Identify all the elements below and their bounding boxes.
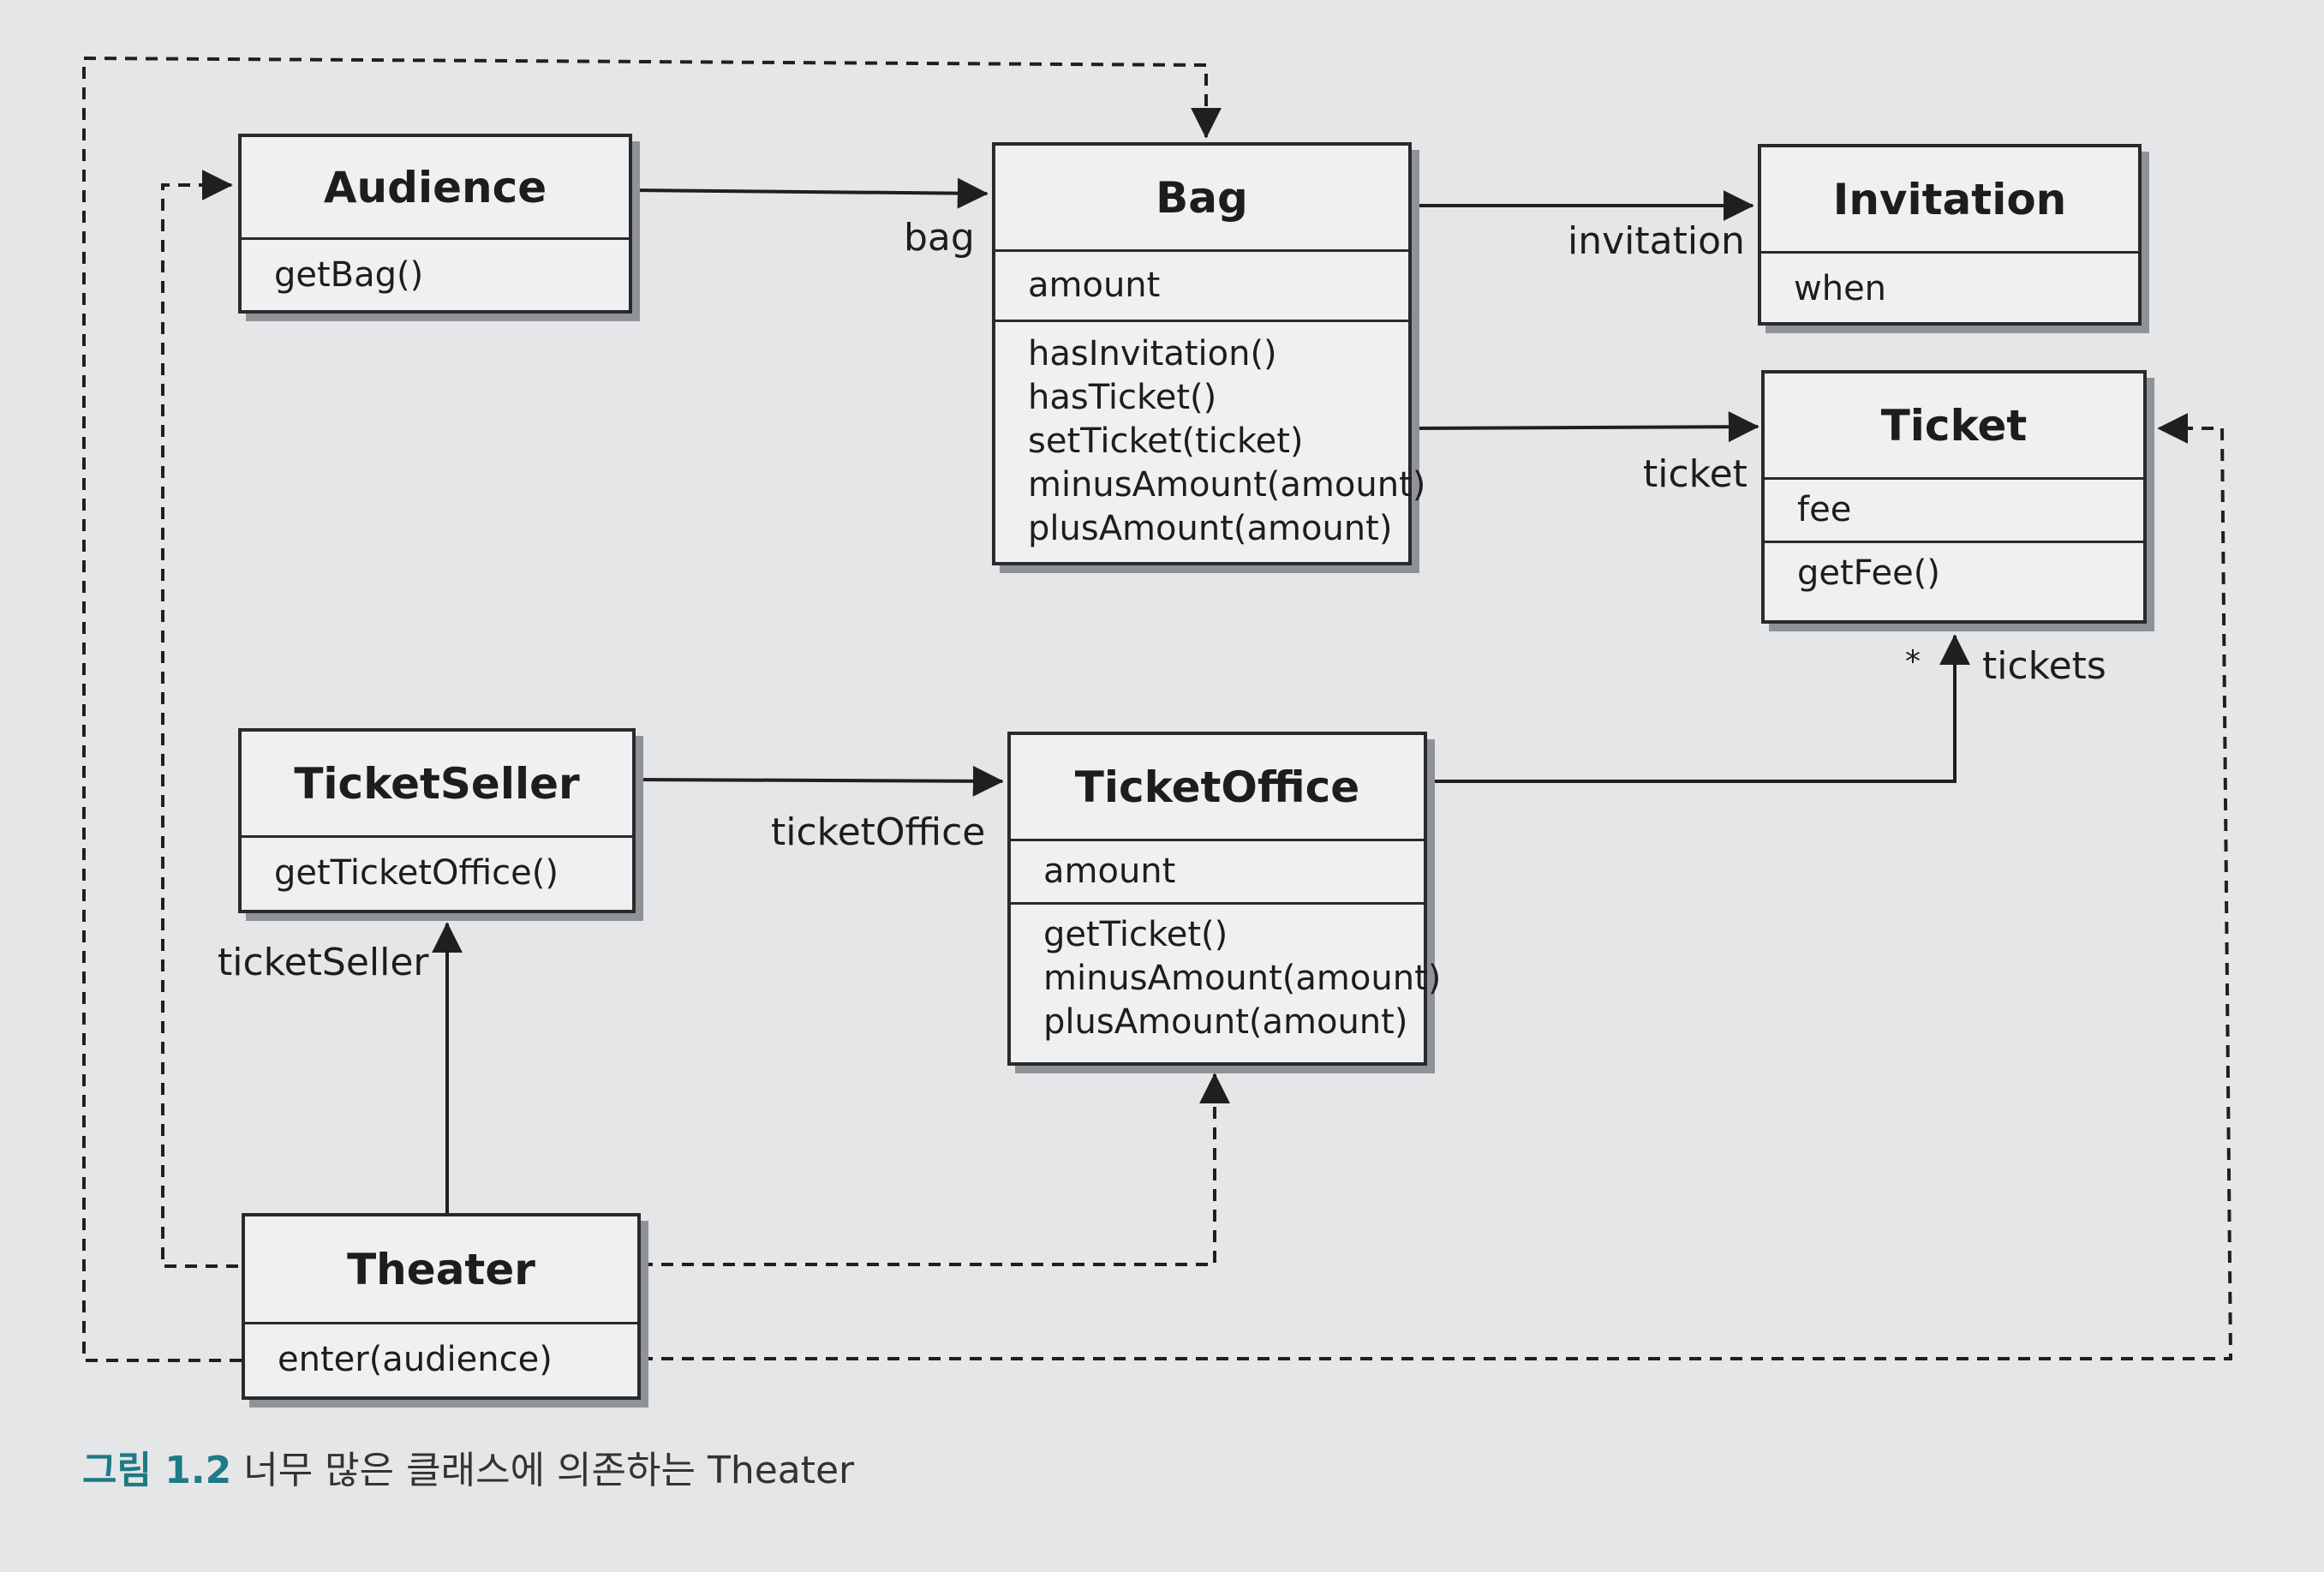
figure-caption: 그림 1.2 너무 많은 클래스에 의존하는 Theater: [82, 1439, 854, 1494]
attributes-section: amount: [1011, 841, 1424, 902]
method: hasTicket(): [1028, 378, 1217, 417]
dependency-theater-audience: [161, 170, 238, 1268]
method: minusAmount(amount): [1028, 465, 1426, 505]
label-ticketoffice: ticketOffice: [771, 810, 986, 854]
label-ticketseller: ticketSeller: [218, 941, 429, 984]
dependency-theater-ticketoffice: [641, 1073, 1230, 1266]
label-ticket: ticket: [1643, 452, 1747, 496]
class-name: Bag: [995, 146, 1408, 252]
class-ticket: Ticket fee getFee(): [1761, 370, 2147, 624]
association-bag-ticket: [1414, 411, 1759, 443]
attribute: amount: [1028, 266, 1161, 305]
class-bag: Bag amount hasInvitation() hasTicket() s…: [992, 142, 1426, 565]
attributes-section: fee: [1765, 480, 2143, 541]
label-multiplicity: *: [1905, 644, 1921, 679]
method: minusAmount(amount): [1043, 959, 1442, 998]
class-name: Audience: [242, 137, 629, 240]
class-ticketseller: TicketSeller getTicketOffice(): [238, 728, 636, 913]
figure-title: 너무 많은 클래스에 의존하는 Theater: [243, 1449, 855, 1492]
method: getBag(): [274, 255, 424, 295]
association-audience-bag: [631, 177, 989, 209]
methods-section: getBag(): [242, 240, 629, 306]
attributes-section: when: [1761, 254, 2138, 320]
method: getTicketOffice(): [274, 853, 559, 893]
methods-section: enter(audience): [245, 1324, 637, 1390]
methods-section: getFee(): [1765, 541, 2143, 604]
method: getFee(): [1797, 553, 1940, 593]
label-invitation: invitation: [1568, 219, 1745, 263]
class-name: TicketSeller: [242, 732, 632, 838]
label-tickets: tickets: [1982, 644, 2106, 688]
class-audience: Audience getBag(): [238, 134, 632, 314]
association-ticketseller-ticketoffice: [635, 765, 1004, 797]
class-name: Ticket: [1765, 374, 2143, 480]
methods-section: hasInvitation() hasTicket() setTicket(ti…: [995, 320, 1426, 559]
method: enter(audience): [278, 1340, 553, 1379]
methods-section: getTicketOffice(): [242, 838, 632, 904]
class-name: Theater: [245, 1216, 637, 1324]
class-theater: Theater enter(audience): [242, 1213, 641, 1400]
method: plusAmount(amount): [1028, 509, 1393, 548]
association-ticketoffice-ticket: [1426, 634, 1970, 783]
class-name: Invitation: [1761, 147, 2138, 254]
class-name: TicketOffice: [1011, 735, 1424, 841]
dependency-theater-ticket: [641, 413, 2233, 1360]
method: setTicket(ticket): [1028, 421, 1304, 461]
class-invitation: Invitation when: [1758, 144, 2142, 326]
method: getTicket(): [1043, 915, 1228, 954]
attribute: fee: [1797, 490, 1852, 529]
label-bag: bag: [904, 216, 975, 260]
attribute: amount: [1043, 852, 1176, 891]
attribute: when: [1794, 269, 1887, 308]
dependency-theater-bag: [82, 56, 1222, 1362]
attributes-section: amount: [995, 252, 1408, 320]
figure-number: 그림 1.2: [82, 1449, 232, 1492]
methods-section: getTicket() minusAmount(amount) plusAmou…: [1011, 902, 1442, 1053]
method: plusAmount(amount): [1043, 1002, 1408, 1042]
method: hasInvitation(): [1028, 334, 1277, 374]
class-ticketoffice: TicketOffice amount getTicket() minusAmo…: [1007, 732, 1442, 1066]
